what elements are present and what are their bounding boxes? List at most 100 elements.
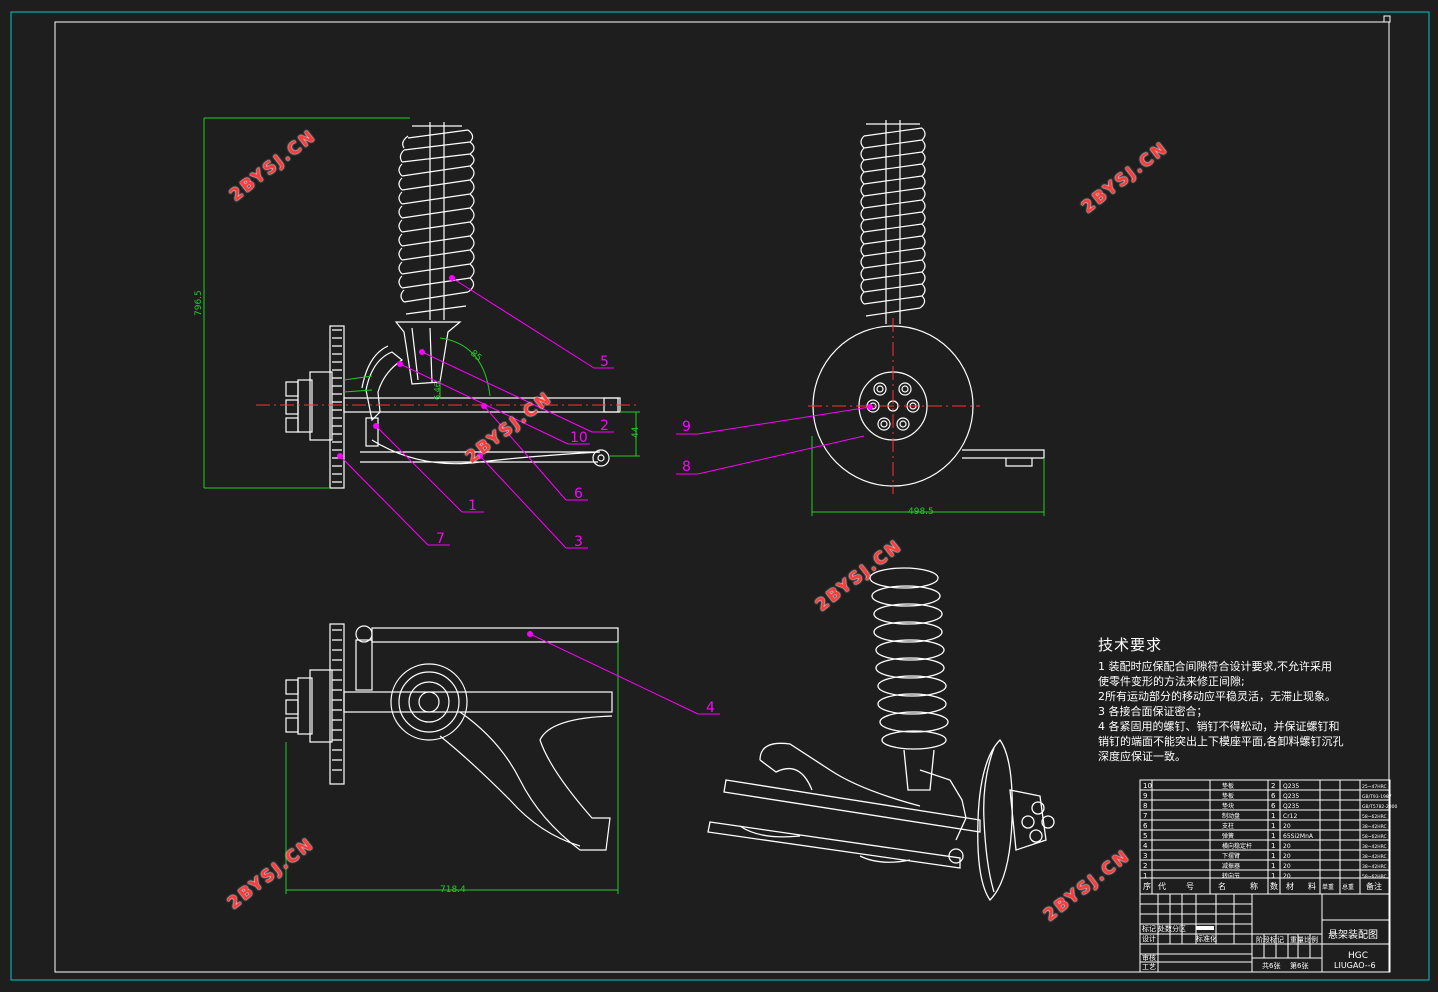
bom-cell-qty: 1	[1271, 812, 1275, 820]
bom-cell-qty: 1	[1271, 872, 1275, 880]
tb-drawing-name: 悬架装配图	[1328, 928, 1378, 941]
balloon-2: 2	[600, 418, 609, 434]
leader-lines	[339, 277, 871, 715]
bom-cell-no: 1	[1143, 872, 1147, 880]
bom-cell-mat: 65Si2MnA	[1283, 833, 1314, 840]
bom-cell-no: 10	[1143, 782, 1152, 790]
balloon-8: 8	[682, 459, 691, 475]
title-block	[1139, 893, 1391, 973]
plan-view	[285, 623, 619, 851]
strut-body-front	[394, 321, 462, 385]
bom-cell-name: 减振器	[1222, 862, 1240, 870]
bom-h-mat2: 料	[1308, 881, 1316, 891]
bom-cell-note: 38~42HRC	[1362, 864, 1387, 870]
tb-process: 工艺	[1142, 963, 1156, 971]
bom-h-code2: 号	[1186, 882, 1194, 891]
bom-cell-no: 9	[1143, 792, 1147, 800]
tech-line-6: 销钉的端面不能突出上下模座平面,各卸料螺钉沉孔	[1098, 735, 1344, 748]
bom-h-qty: 数	[1270, 881, 1278, 891]
dim-width-plan: 718.4	[440, 885, 466, 895]
balloon-3: 3	[574, 534, 583, 550]
outer-frame	[10, 11, 1430, 981]
balloon-4: 4	[706, 700, 715, 716]
tb-zone: 分区	[1172, 924, 1186, 933]
lower-arm-plan	[459, 711, 613, 851]
bom-cell-mat: 20	[1283, 873, 1291, 880]
bom-cell-name: 横向稳定杆	[1222, 842, 1252, 850]
dim-height-main: 796.5	[194, 290, 204, 316]
tech-line-2: 使零件变形的方法来修正间隙;	[1098, 675, 1245, 688]
bom-h-mat: 材	[1286, 881, 1294, 891]
brake-disc-iso	[977, 738, 1013, 902]
bom-cell-name: 制动盘	[1222, 812, 1240, 820]
bom-cell-qty: 2	[1271, 782, 1275, 790]
tb-mark: 标记	[1142, 924, 1156, 933]
tb-sheets-total: 共6张	[1262, 961, 1280, 970]
bom-cell-qty: 1	[1271, 862, 1275, 870]
tech-line-5: 4 各紧固用的螺钉、销钉不得松动，并保证螺钉和	[1098, 720, 1340, 733]
lower-arm-front	[360, 439, 601, 465]
tb-school: HGC	[1348, 951, 1368, 961]
bom-header: 序 代 号 名 称 数 材 料 单重 总重 备注	[1143, 881, 1382, 891]
tech-line-7: 深度应保证一致。	[1098, 750, 1186, 763]
plan-dims	[285, 642, 619, 894]
tech-title: 技术要求	[1098, 636, 1163, 654]
bom-cell-qty: 6	[1271, 792, 1276, 800]
bom-cell-mat: Q235	[1283, 793, 1299, 800]
tb-weight: 重量	[1290, 936, 1304, 944]
bom-cell-mat: 20	[1283, 853, 1291, 860]
front-dims	[203, 117, 640, 489]
bom-cell-no: 6	[1143, 822, 1148, 830]
knuckle-front	[365, 351, 404, 422]
bom-cell-note: 58~62HRC	[1362, 834, 1387, 840]
tech-line-4: 3 各接合面保证密合；	[1098, 705, 1208, 718]
stabilizer-iso	[707, 821, 961, 869]
bom-cell-no: 7	[1143, 812, 1147, 820]
dim-width-right: 498.5	[908, 507, 934, 517]
bom-cell-mat: 20	[1283, 823, 1291, 830]
bom-cell-no: 8	[1143, 802, 1147, 810]
balloon-7: 7	[436, 531, 445, 547]
corner-mark	[1383, 15, 1391, 23]
bom-cell-note: 38~42HRC	[1362, 824, 1387, 830]
bom-cell-qty: 1	[1271, 842, 1275, 850]
bom-cell-name: 支柱	[1222, 822, 1234, 830]
bom-cell-mat: Q235	[1283, 783, 1299, 790]
title-thick-bar	[1196, 926, 1214, 930]
bom-cell-mat: Cr12	[1283, 813, 1297, 820]
stabilizer-bar-plan	[371, 627, 619, 643]
bom-cell-name: 垫板	[1222, 782, 1234, 790]
bom-h-weight: 单重	[1322, 883, 1334, 891]
front-view	[256, 122, 640, 489]
bom-cell-qty: 1	[1271, 832, 1275, 840]
bom-cell-name: 垫块	[1222, 802, 1234, 810]
isometric-view	[707, 567, 1055, 902]
lower-arm-iso	[723, 779, 981, 833]
strut-iso	[903, 749, 935, 791]
tech-line-1: 1 装配时应保配合间隙符合设计要求,不允许采用	[1098, 660, 1332, 673]
bom-cell-qty: 1	[1271, 852, 1275, 860]
side-dims	[811, 436, 1045, 516]
tb-stage-mark: 阶段标记	[1256, 935, 1284, 944]
bom-cell-mat: 20	[1283, 843, 1291, 850]
bom-cell-note: GB/T93-1987	[1362, 794, 1392, 800]
bom-cell-no: 3	[1143, 852, 1147, 860]
tech-line-3: 2所有运动部分的移动应平稳灵活，无滞止现象。	[1098, 690, 1336, 703]
bom-cell-note: 38~42HRC	[1362, 844, 1387, 850]
bom-h-note: 备注	[1366, 881, 1382, 891]
coil-spring-front	[398, 122, 475, 320]
bom-h-total: 总重	[1342, 883, 1354, 891]
bom-cell-note: 58~62HRC	[1362, 814, 1387, 820]
tb-standard: 标准化	[1196, 934, 1217, 943]
side-view	[808, 120, 1045, 494]
bom-cell-no: 2	[1143, 862, 1147, 870]
balloon-labels: 5 2 10 6 1 3 7 4 9 8	[436, 354, 715, 716]
bom-cell-name: 弹簧	[1222, 832, 1234, 840]
bom-h-code: 代	[1158, 881, 1166, 891]
inner-frame	[54, 21, 1390, 973]
balloon-10: 10	[570, 430, 588, 446]
bom-cell-no: 5	[1143, 832, 1147, 840]
tb-scale: 比例	[1304, 935, 1318, 944]
coil-spring-side	[860, 120, 926, 324]
